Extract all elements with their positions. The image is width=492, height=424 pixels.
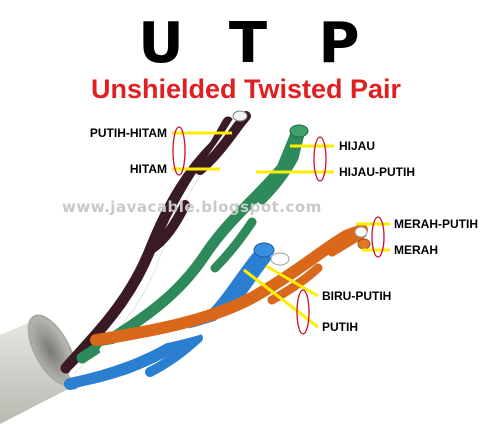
title-letter-p: P bbox=[318, 11, 359, 76]
subtitle: Unshielded Twisted Pair bbox=[91, 74, 402, 104]
wire-pair-blue bbox=[64, 242, 290, 397]
leader-lines bbox=[172, 131, 390, 329]
label-merah-putih: MERAH-PUTIH bbox=[394, 217, 478, 231]
label-merah: MERAH bbox=[394, 243, 438, 257]
label-hitam: HITAM bbox=[130, 162, 167, 176]
label-biru-putih: BIRU-PUTIH bbox=[322, 289, 391, 303]
title-letter-t: T bbox=[229, 11, 267, 76]
title-letter-u: U bbox=[138, 11, 183, 76]
wire-pair-orange bbox=[90, 224, 371, 355]
label-putih: PUTIH bbox=[322, 320, 358, 334]
label-hijau: HIJAU bbox=[339, 139, 375, 153]
label-hijau-putih: HIJAU-PUTIH bbox=[339, 165, 415, 179]
watermark: www.javacable.blogspot.com bbox=[62, 198, 322, 216]
label-putih-hitam: PUTIH-HITAM bbox=[90, 126, 167, 140]
label-brackets bbox=[172, 126, 385, 335]
